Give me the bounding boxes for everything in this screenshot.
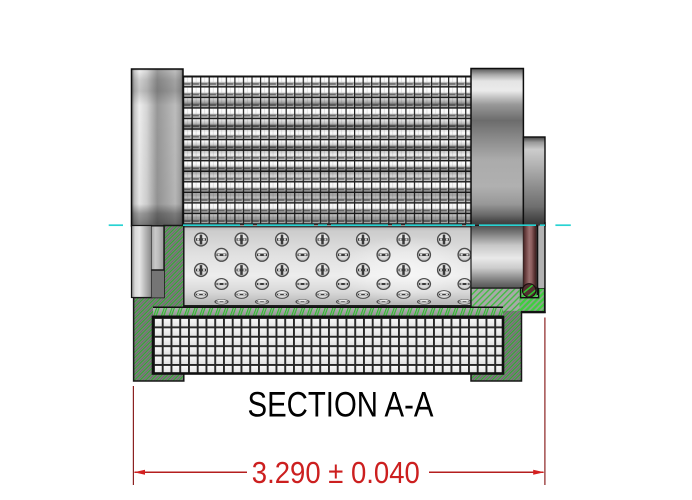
- svg-text:3.290 ± 0.040: 3.290 ± 0.040: [252, 456, 420, 490]
- svg-text:SECTION A-A: SECTION A-A: [248, 386, 435, 425]
